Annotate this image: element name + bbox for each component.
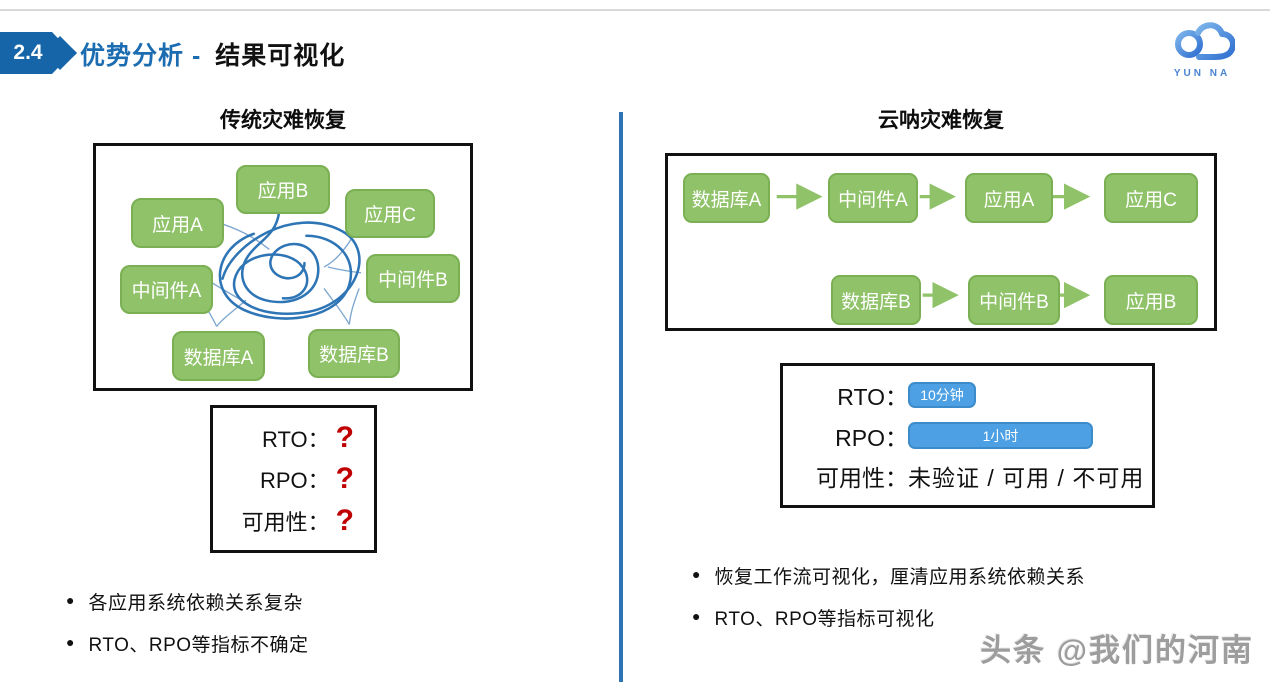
bullet-icon: ● [66,592,75,608]
metric-row-rto: RTO： 10分钟 [783,378,1152,412]
node-app-a: 应用A [131,198,224,248]
node-middleware-b: 中间件B [366,254,460,303]
vertical-divider [619,112,623,682]
left-column-heading: 传统灾难恢复 [220,109,346,132]
rto-label: RTO： [262,426,330,452]
list-item: ● 各应用系统依赖关系复杂 [66,588,309,615]
bullet-text: RTO、RPO等指标不确定 [88,635,309,656]
metric-row-availability: 可用性： ? [213,505,374,537]
rpo-label: RPO： [835,424,908,451]
flow-node-database-b: 数据库B [831,275,921,325]
bullet-icon: ● [692,566,701,582]
rto-unknown-value: ? [335,420,354,454]
availability-value: 未验证 / 可用 / 不可用 [908,464,1145,491]
flow-node-middleware-a: 中间件A [828,173,918,223]
availability-label: 可用性： [816,464,908,491]
page-title-rest: 结果可视化 [215,42,346,70]
page-title: 优势分析 - 结果可视化 [80,36,345,72]
node-app-c: 应用C [345,189,435,238]
bullet-text: 恢复工作流可视化，厘清应用系统依赖关系 [714,567,1085,588]
yunna-dr-diagram: 数据库A 中间件A 应用A 应用C 数据库B 中间件B 应用B [665,153,1217,331]
traditional-bullet-list: ● 各应用系统依赖关系复杂 ● RTO、RPO等指标不确定 [66,588,309,657]
yunna-metrics-box: RTO： 10分钟 RPO： 1小时 可用性： 未验证 / 可用 / 不可用 [780,363,1155,508]
node-app-b: 应用B [236,165,330,214]
rto-value-bar: 10分钟 [908,382,976,409]
traditional-metrics-box: RTO： ? RPO： ? 可用性： ? [210,405,377,553]
node-database-a: 数据库A [172,331,265,381]
metric-row-rpo: RPO： ? [213,463,374,495]
section-number: 2.4 [13,41,43,64]
node-middleware-a: 中间件A [120,265,213,314]
rto-label: RTO： [837,384,908,411]
flow-node-app-c: 应用C [1104,173,1198,223]
flow-node-database-a: 数据库A [683,173,770,223]
list-item: ● RTO、RPO等指标不确定 [66,630,309,657]
flow-node-app-a: 应用A [965,173,1053,223]
tangled-lines [198,211,362,327]
watermark: 头条 @我们的河南 [980,633,1254,668]
flow-arrows [776,183,1091,309]
bullet-text: 各应用系统依赖关系复杂 [88,593,303,614]
rpo-value-bar: 1小时 [908,422,1093,449]
metric-row-rto: RTO： ? [213,422,374,454]
list-item: ● RTO、RPO等指标可视化 [692,604,1085,631]
bullet-icon: ● [66,634,75,650]
flow-node-app-b: 应用B [1104,275,1198,325]
node-database-b: 数据库B [308,329,400,378]
traditional-dr-diagram: 应用B 应用A 应用C 中间件A 中间件B 数据库A 数据库B [93,143,473,391]
list-item: ● 恢复工作流可视化，厘清应用系统依赖关系 [692,562,1085,589]
availability-label: 可用性： [241,509,330,535]
yunna-logo: YUN NA [1160,14,1244,79]
rpo-label: RPO： [259,468,330,493]
rpo-unknown-value: ? [335,462,354,495]
logo-text: YUN NA [1173,68,1231,79]
bullet-icon: ● [692,608,701,624]
metric-row-availability: 可用性： 未验证 / 可用 / 不可用 [783,459,1152,493]
bullet-text: RTO、RPO等指标可视化 [714,609,935,630]
metric-row-rpo: RPO： 1小时 [783,419,1152,453]
yunna-bullet-list: ● 恢复工作流可视化，厘清应用系统依赖关系 ● RTO、RPO等指标可视化 [692,562,1085,631]
cloud-logo-icon [1175,22,1236,60]
right-column-heading: 云呐灾难恢复 [878,109,1004,132]
availability-unknown-value: ? [335,503,354,537]
page-title-highlight: 优势分析 - [80,42,202,70]
top-divider-line [0,9,1270,11]
flow-node-middleware-b: 中间件B [968,275,1060,325]
